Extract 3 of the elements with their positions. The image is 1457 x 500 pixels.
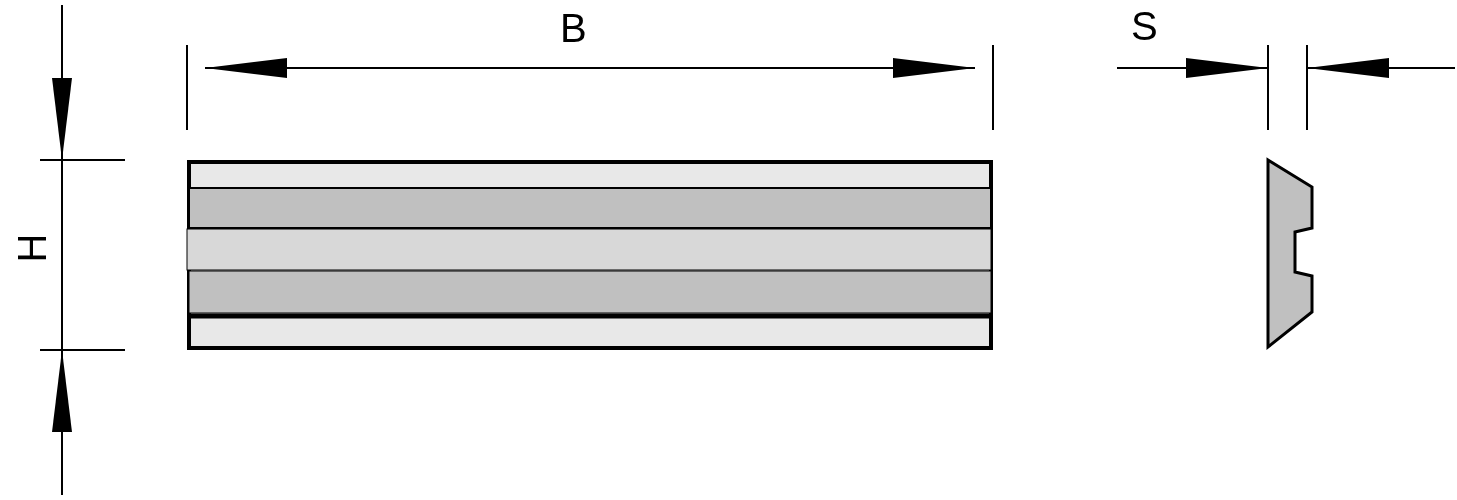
dimension-label: H [12,233,53,263]
dimension-label: B [560,8,587,48]
dimension-label: S [1131,6,1158,46]
